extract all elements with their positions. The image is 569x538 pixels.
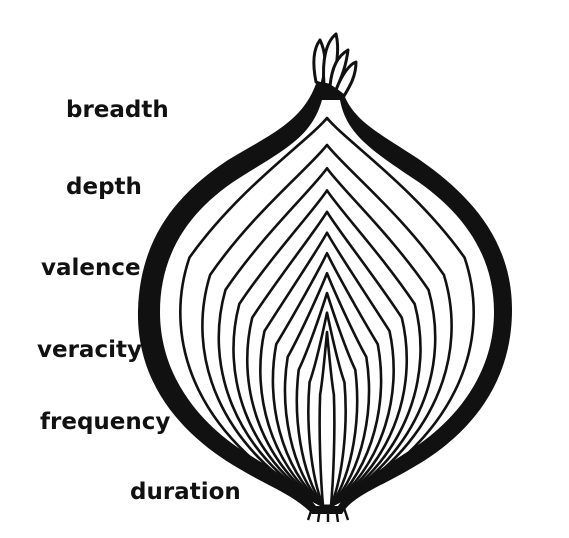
- layer-label-breadth: breadth: [66, 99, 169, 122]
- layer-label-valence: valence: [41, 257, 141, 280]
- layer-label-veracity: veracity: [37, 339, 142, 362]
- layer-label-depth: depth: [66, 176, 142, 199]
- layer-label-duration: duration: [130, 481, 241, 504]
- layer-label-frequency: frequency: [40, 411, 170, 434]
